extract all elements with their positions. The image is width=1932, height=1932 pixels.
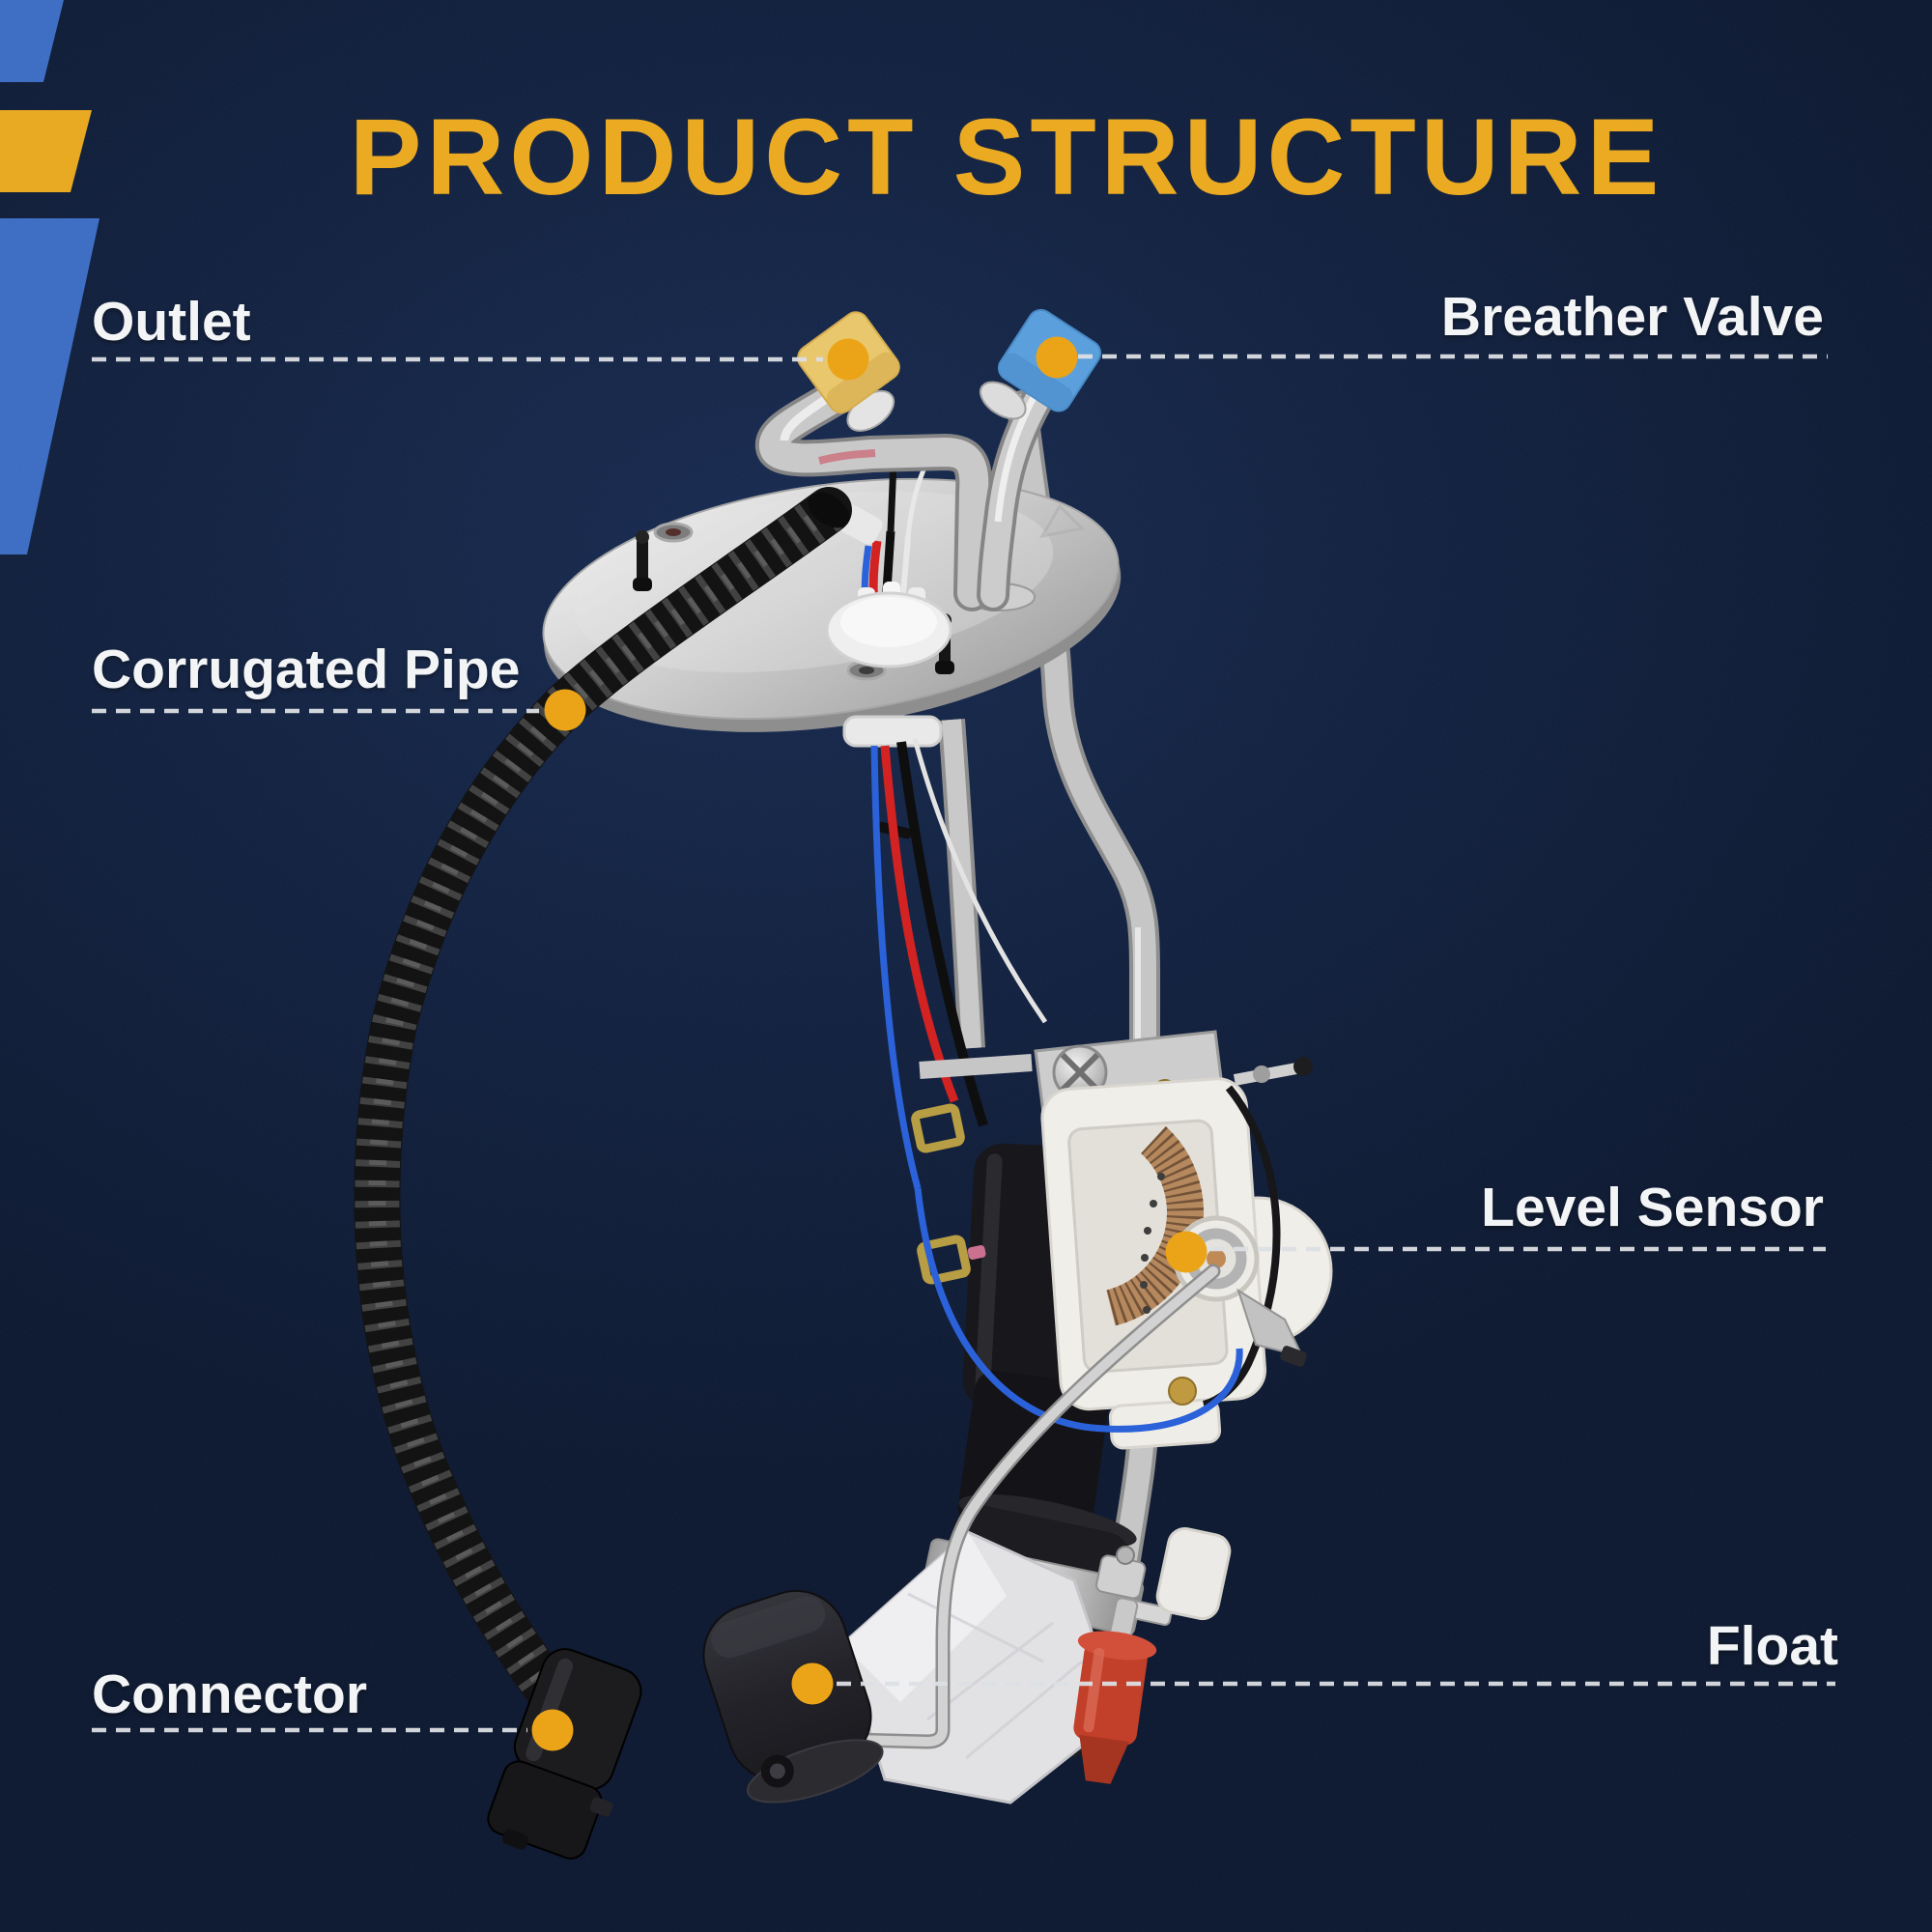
blue-wire-loop [914,1187,1243,1433]
plate-screw-holes [653,522,887,681]
leader-lines [92,354,1835,1733]
red-sleeve-fitting [1073,1631,1157,1784]
corrugated-pipe [354,487,883,1706]
breather-cap-blue [979,308,1102,420]
marker-dot-outlet [827,338,869,381]
marker-dot-connector [531,1709,574,1751]
float [702,1589,884,1804]
marker-dot-breather-valve [1036,336,1078,379]
breather-tube [977,308,1102,611]
brass-clip [911,1103,965,1153]
connector [487,1648,642,1860]
brass-clip [917,1235,971,1285]
marker-dots [531,336,1208,1751]
wire-grommet [825,582,952,748]
pump-side-clip [1155,1527,1232,1621]
wiring-below-plate [870,738,1048,1189]
marker-dot-corrugated-pipe [544,689,586,731]
marker-dot-float [791,1662,834,1705]
marker-dot-level-sensor [1165,1231,1208,1273]
